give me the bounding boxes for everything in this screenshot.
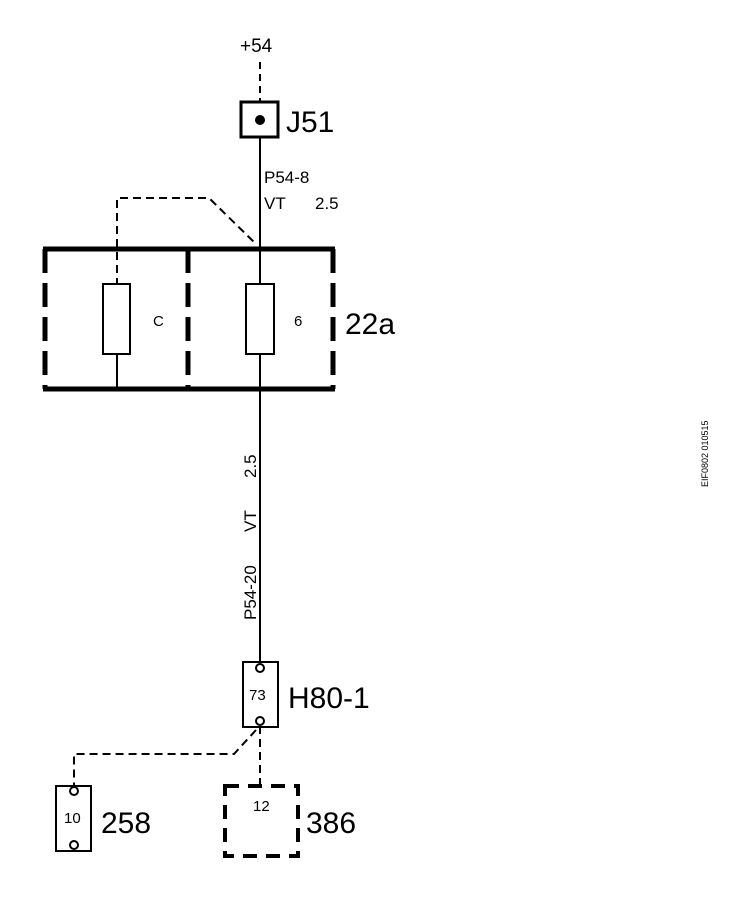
supply-label: +54 <box>240 36 273 57</box>
fuse-6-label: 6 <box>294 313 302 330</box>
connector-h80-pin-bottom <box>255 716 265 726</box>
connector-386-body <box>223 784 300 858</box>
connector-h80-pin: 73 <box>249 687 266 704</box>
fuse-c-label: C <box>153 313 164 330</box>
connector-h80-pin-top <box>255 663 265 673</box>
fuse-6-body <box>245 283 275 355</box>
connector-258-pin: 10 <box>64 810 81 827</box>
wire-p54-20-color: VT <box>241 510 260 532</box>
wire-p54-8-size: 2.5 <box>315 194 339 213</box>
wire-p54-20-id: P54-20 <box>241 565 260 620</box>
connector-j51-label: J51 <box>286 106 334 139</box>
dashed-jumper-top <box>116 197 257 286</box>
connector-h80-label: H80-1 <box>288 682 370 715</box>
connector-386-pin: 12 <box>253 798 270 815</box>
figure-id: EIF0802 010515 <box>700 420 710 487</box>
wire-p54-8-id: P54-8 <box>264 168 309 187</box>
fuse-c-body <box>102 283 131 355</box>
connector-258-label: 258 <box>101 807 151 840</box>
wire-p54-8-color: VT <box>264 194 286 213</box>
fuse-box <box>42 246 336 392</box>
wire-p54-20-size: 2.5 <box>241 454 260 478</box>
fuse-box-label: 22a <box>345 308 395 341</box>
connector-258-pin-top <box>69 786 79 796</box>
dashed-wire-to-258 <box>73 729 257 786</box>
connector-258-body <box>55 785 92 852</box>
connector-j51 <box>239 100 280 139</box>
connector-386-label: 386 <box>306 807 356 840</box>
connector-258-pin-bottom <box>69 840 79 850</box>
